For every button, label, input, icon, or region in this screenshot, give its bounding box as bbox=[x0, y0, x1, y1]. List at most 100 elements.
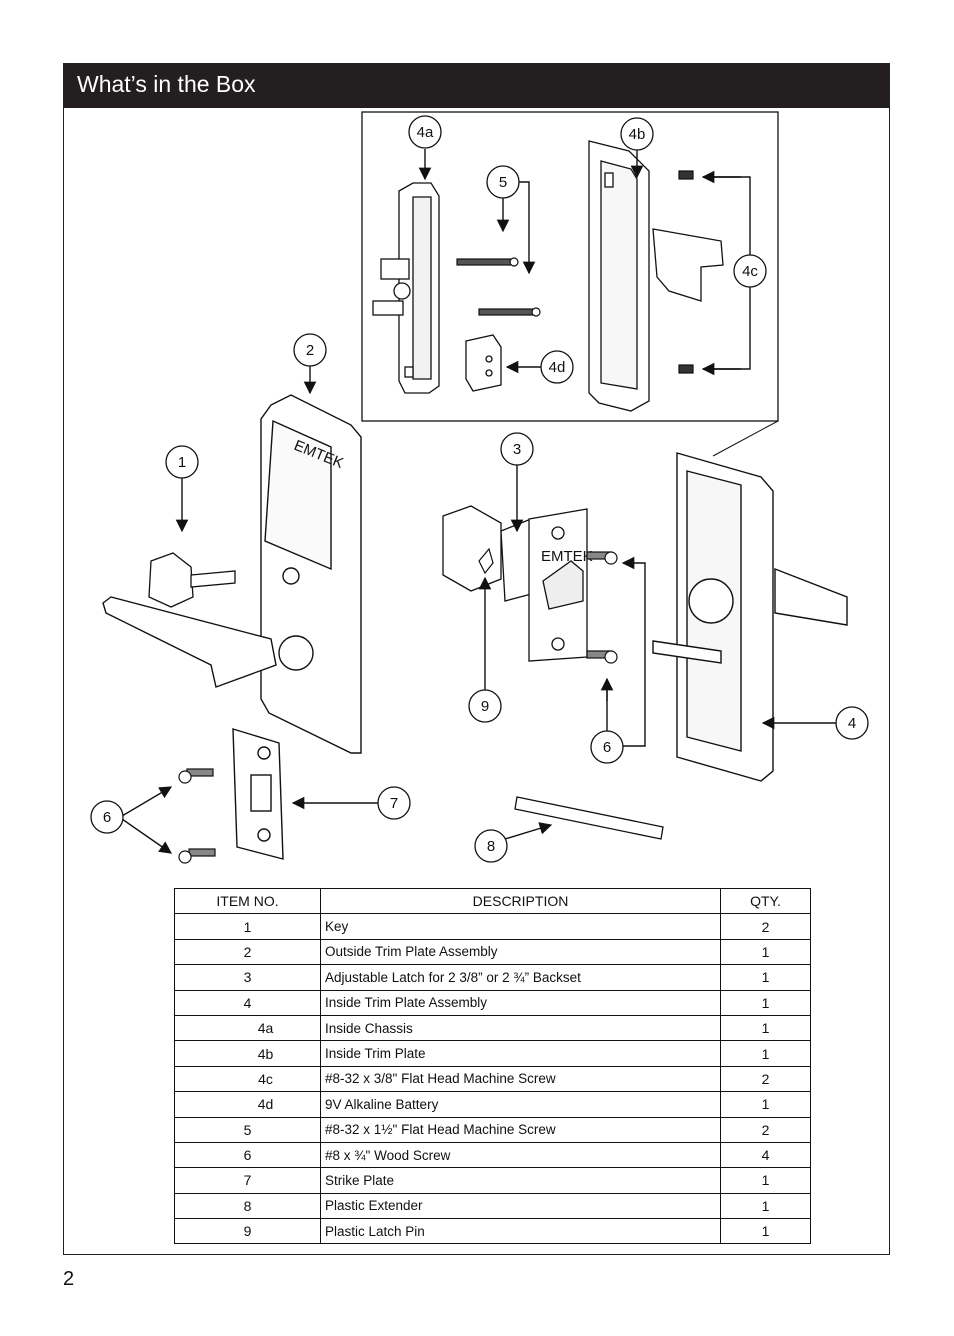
item-qty: 1 bbox=[720, 989, 811, 1016]
callout-2 bbox=[293, 333, 327, 367]
callout-6-left bbox=[90, 800, 124, 834]
callout-4 bbox=[835, 706, 869, 740]
machine-screws-4c bbox=[678, 170, 694, 374]
item-qty: 2 bbox=[720, 913, 811, 940]
key-part bbox=[148, 552, 236, 608]
callout-9-label: 9 bbox=[481, 698, 489, 715]
item-description: Inside Trim Plate Assembly bbox=[320, 989, 721, 1016]
item-no: 4 bbox=[174, 989, 321, 1016]
item-no: 2 bbox=[174, 938, 321, 966]
callout-4d bbox=[540, 350, 574, 384]
whats-in-the-box-panel: What’s in the Box bbox=[63, 63, 890, 1255]
item-description: Outside Trim Plate Assembly bbox=[320, 938, 721, 966]
arrow-6-upper bbox=[121, 786, 173, 817]
wood-screws-latch bbox=[586, 551, 618, 664]
callout-3-label: 3 bbox=[513, 441, 521, 458]
callout-5 bbox=[486, 165, 520, 199]
machine-screws-5 bbox=[456, 257, 541, 317]
item-no: 4d bbox=[174, 1091, 321, 1118]
item-description: #8-32 x 1½" Flat Head Machine Screw bbox=[320, 1116, 721, 1143]
item-description: Adjustable Latch for 2 3/8” or 2 ¾” Back… bbox=[320, 964, 721, 991]
item-description: 9V Alkaline Battery bbox=[320, 1091, 721, 1118]
item-qty: 1 bbox=[720, 1014, 811, 1042]
battery-part bbox=[465, 334, 502, 392]
callout-4-label: 4 bbox=[848, 715, 856, 732]
callout-2-label: 2 bbox=[306, 342, 314, 359]
inside-chassis-part bbox=[372, 182, 440, 394]
inset-box bbox=[361, 111, 779, 422]
section-title: What’s in the Box bbox=[77, 71, 256, 97]
item-description: #8 x ¾" Wood Screw bbox=[320, 1141, 721, 1169]
item-qty: 2 bbox=[720, 1065, 811, 1093]
leader-6-right bbox=[621, 556, 646, 747]
item-no: 3 bbox=[174, 964, 321, 991]
adjustable-latch-part bbox=[442, 505, 588, 662]
col-item-no: ITEM NO. bbox=[174, 887, 321, 915]
item-no: 9 bbox=[174, 1218, 321, 1245]
callout-5-label: 5 bbox=[499, 174, 507, 191]
arrow-8 bbox=[504, 822, 553, 840]
wood-screws-strike bbox=[178, 768, 216, 864]
item-description: Plastic Latch Pin bbox=[320, 1218, 721, 1245]
callout-4d-label: 4d bbox=[549, 359, 566, 376]
item-no: 4a bbox=[174, 1014, 321, 1042]
item-no: 4c bbox=[174, 1065, 321, 1093]
arrow-6-lower bbox=[121, 818, 173, 854]
latch-pin-part bbox=[478, 547, 494, 575]
item-qty: 1 bbox=[720, 1218, 811, 1245]
item-qty: 1 bbox=[720, 1091, 811, 1118]
parts-table-header: ITEM NO. DESCRIPTION QTY. bbox=[174, 887, 811, 915]
callout-7-label: 7 bbox=[390, 795, 398, 812]
section-header: What’s in the Box bbox=[64, 64, 889, 108]
item-no: 6 bbox=[174, 1141, 321, 1169]
item-no: 7 bbox=[174, 1167, 321, 1194]
item-description: Inside Chassis bbox=[320, 1014, 721, 1042]
item-description: Plastic Extender bbox=[320, 1192, 721, 1220]
callout-8-label: 8 bbox=[487, 838, 495, 855]
inset-leader-line bbox=[712, 420, 779, 457]
callout-4a-label: 4a bbox=[417, 124, 434, 141]
callout-6-left-label: 6 bbox=[103, 809, 111, 826]
callout-4c bbox=[733, 254, 767, 288]
item-qty: 4 bbox=[720, 1141, 811, 1169]
col-qty: QTY. bbox=[720, 887, 811, 915]
callout-1 bbox=[165, 445, 199, 479]
inside-trim-assembly-part bbox=[652, 452, 848, 782]
col-description: DESCRIPTION bbox=[320, 887, 721, 915]
exploded-parts-diagram: EMTEK EMTEK bbox=[90, 111, 869, 864]
item-no: 1 bbox=[174, 913, 321, 940]
callout-4b bbox=[620, 117, 654, 151]
item-qty: 2 bbox=[720, 1116, 811, 1143]
callout-4a bbox=[408, 115, 442, 149]
outside-trim-plate-part bbox=[102, 394, 362, 754]
callout-6-right bbox=[590, 730, 624, 764]
callout-7 bbox=[377, 786, 411, 820]
callout-4c-label: 4c bbox=[742, 263, 758, 280]
latch-brand: EMTEK bbox=[541, 548, 593, 565]
item-qty: 1 bbox=[720, 938, 811, 966]
item-no: 4b bbox=[174, 1040, 321, 1067]
callout-8 bbox=[474, 829, 508, 863]
item-qty: 1 bbox=[720, 1040, 811, 1067]
leader-5 bbox=[519, 181, 536, 275]
callout-4b-label: 4b bbox=[629, 126, 646, 143]
item-description: Strike Plate bbox=[320, 1167, 721, 1194]
callout-9 bbox=[468, 689, 502, 723]
callout-3 bbox=[500, 432, 534, 466]
page-number: 2 bbox=[63, 1268, 75, 1290]
inside-trim-plate-part bbox=[588, 140, 724, 412]
item-description: Inside Trim Plate bbox=[320, 1040, 721, 1067]
